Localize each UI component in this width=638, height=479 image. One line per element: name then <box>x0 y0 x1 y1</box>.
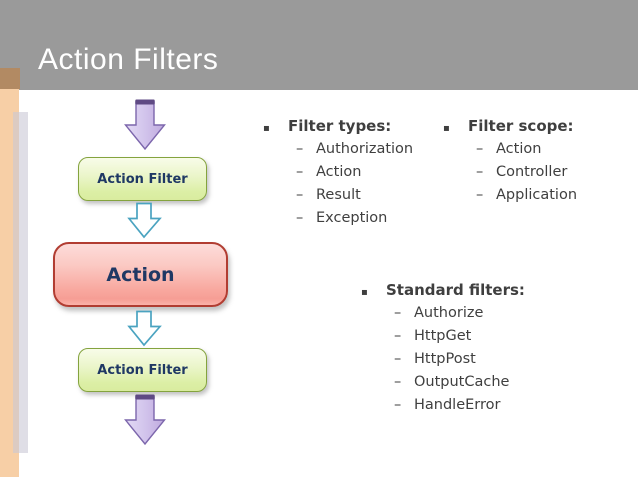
square-bullet-icon: ▪ <box>443 123 450 134</box>
list-item-label: Controller <box>496 164 568 180</box>
accent-square <box>0 68 20 89</box>
action-box: Action <box>53 242 228 307</box>
filter-types-header: ▪ Filter types: <box>258 114 438 138</box>
down-arrow-outline-icon <box>127 310 162 347</box>
list-item: – Authorize <box>356 302 576 325</box>
list-item-label: Action <box>316 164 362 180</box>
list-item-label: OutputCache <box>414 374 510 390</box>
list-item: – Authorization <box>258 138 438 161</box>
list-item: – Application <box>438 184 618 207</box>
list-item-label: HttpPost <box>414 351 476 367</box>
filter-types-items: – Authorization – Action – Result – Exce… <box>258 138 438 230</box>
action-filter-box-top: Action Filter <box>78 157 207 201</box>
list-item-label: HandleError <box>414 397 501 413</box>
filter-scope-list: ▪ Filter scope: – Action – Controller – … <box>438 114 618 207</box>
dash-bullet-icon: – <box>476 164 484 180</box>
down-arrow-purple-icon <box>124 394 166 446</box>
filter-scope-header-label: Filter scope: <box>468 117 574 135</box>
filter-scope-header: ▪ Filter scope: <box>438 114 618 138</box>
list-item: – HttpPost <box>356 348 576 371</box>
list-item: – Controller <box>438 161 618 184</box>
list-item-label: Result <box>316 187 361 203</box>
list-item: – Result <box>258 184 438 207</box>
accent-stripe-gray <box>13 112 28 453</box>
filter-scope-items: – Action – Controller – Application <box>438 138 618 207</box>
list-item: – Action <box>438 138 618 161</box>
list-item-label: Application <box>496 187 578 203</box>
action-box-label: Action <box>106 263 175 286</box>
filter-types-header-label: Filter types: <box>288 117 392 135</box>
action-filter-box-bottom: Action Filter <box>78 348 207 392</box>
list-item-label: Authorize <box>414 305 484 321</box>
list-item: – HttpGet <box>356 325 576 348</box>
down-arrow-purple-icon <box>124 99 166 151</box>
slide-title: Action Filters <box>38 43 219 76</box>
list-item-label: Authorization <box>316 141 414 157</box>
dash-bullet-icon: – <box>476 141 484 157</box>
list-item-label: HttpGet <box>414 328 472 344</box>
list-item: – Exception <box>258 207 438 230</box>
square-bullet-icon: ▪ <box>361 287 368 298</box>
list-item-label: Exception <box>316 210 388 226</box>
dash-bullet-icon: – <box>394 305 402 321</box>
dash-bullet-icon: – <box>394 374 402 390</box>
dash-bullet-icon: – <box>476 187 484 203</box>
list-item: – HandleError <box>356 394 576 417</box>
dash-bullet-icon: – <box>296 141 304 157</box>
down-arrow-outline-icon <box>127 202 162 239</box>
standard-filters-header: ▪ Standard filters: <box>356 278 576 302</box>
square-bullet-icon: ▪ <box>263 123 270 134</box>
list-item-label: Action <box>496 141 542 157</box>
action-filter-box-top-label: Action Filter <box>97 171 188 187</box>
dash-bullet-icon: – <box>394 397 402 413</box>
dash-bullet-icon: – <box>296 187 304 203</box>
action-filter-box-bottom-label: Action Filter <box>97 362 188 378</box>
standard-filters-header-label: Standard filters: <box>386 281 525 299</box>
dash-bullet-icon: – <box>394 328 402 344</box>
filter-types-list: ▪ Filter types: – Authorization – Action… <box>258 114 438 230</box>
title-bar <box>0 0 638 90</box>
list-item: – OutputCache <box>356 371 576 394</box>
list-item: – Action <box>258 161 438 184</box>
standard-filters-list: ▪ Standard filters: – Authorize – HttpGe… <box>356 278 576 417</box>
dash-bullet-icon: – <box>394 351 402 367</box>
dash-bullet-icon: – <box>296 164 304 180</box>
standard-filters-items: – Authorize – HttpGet – HttpPost – Outpu… <box>356 302 576 417</box>
dash-bullet-icon: – <box>296 210 304 226</box>
